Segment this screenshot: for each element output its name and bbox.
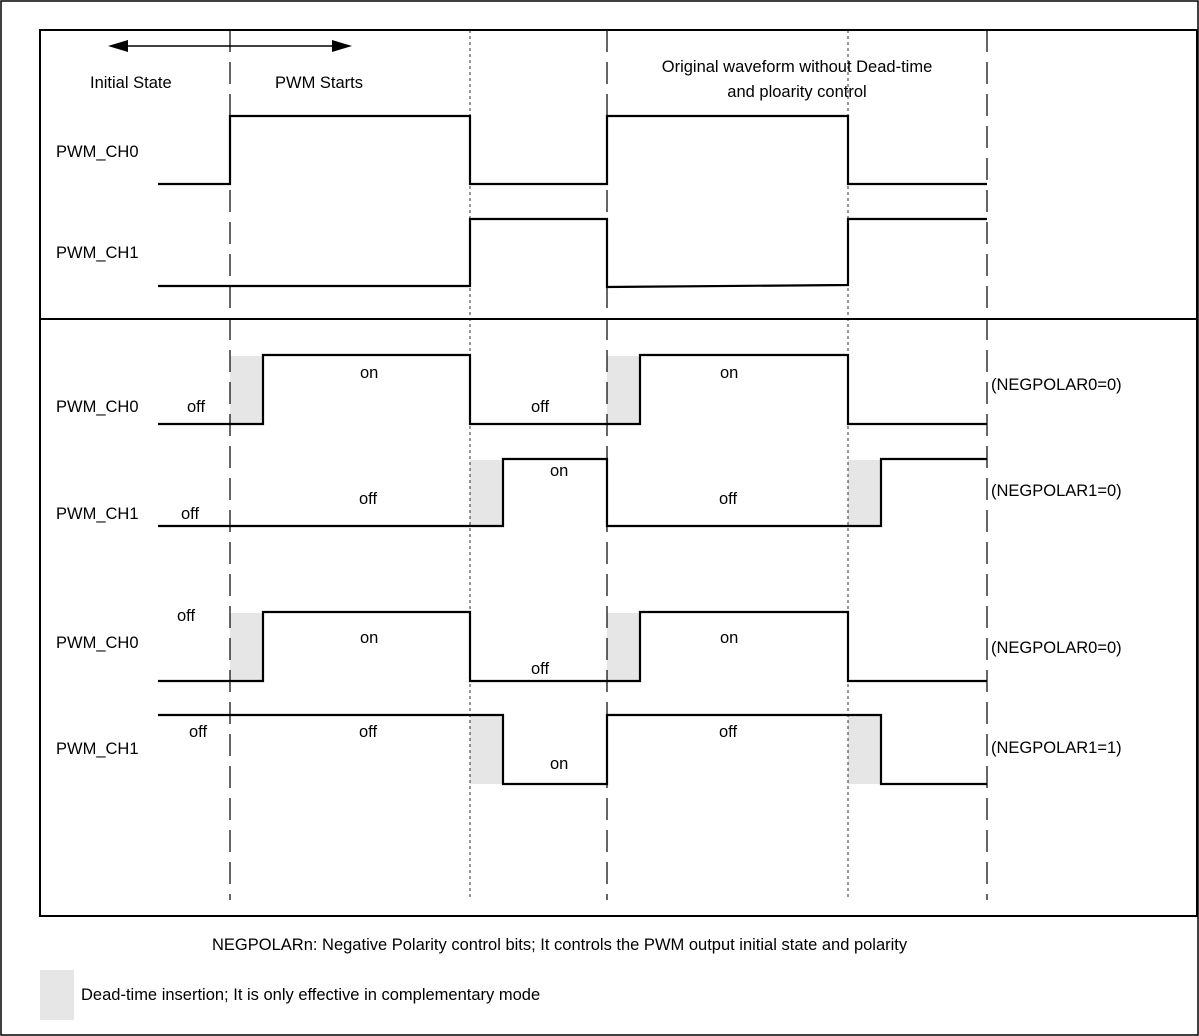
waveform-g1-ch0 xyxy=(158,353,987,426)
g1-ch1-state-off-2: off xyxy=(719,490,737,508)
label-original-waveform-2: and ploarity control xyxy=(727,83,866,101)
arrow-left-head xyxy=(108,40,128,52)
arrow-right-head xyxy=(332,40,352,52)
g1-ch1-polarity: (NEGPOLAR1=0) xyxy=(991,482,1122,500)
deadtime-region xyxy=(607,356,640,424)
g1-ch0-polarity: (NEGPOLAR0=0) xyxy=(991,376,1122,394)
deadtime-region xyxy=(848,715,881,784)
label-top-ch1: PWM_CH1 xyxy=(56,244,139,262)
label-initial-state: Initial State xyxy=(90,74,172,92)
g1-ch1-state-on: on xyxy=(550,462,568,480)
label-g1-ch0: PWM_CH0 xyxy=(56,398,139,416)
g2-ch0-state-on: on xyxy=(360,629,378,647)
label-g2-ch1: PWM_CH1 xyxy=(56,740,139,758)
label-g2-ch0: PWM_CH0 xyxy=(56,634,139,652)
g1-ch1-state-off: off xyxy=(359,490,377,508)
g1-ch0-initial-state: off xyxy=(187,398,205,416)
g2-ch1-state-off: off xyxy=(359,723,377,741)
waveform-g1-ch1 xyxy=(158,457,987,528)
g2-ch1-initial-state: off xyxy=(189,723,207,741)
g2-ch0-polarity: (NEGPOLAR0=0) xyxy=(991,639,1122,657)
label-original-waveform: Original waveform without Dead-time xyxy=(662,58,933,76)
waveform-g2-ch1 xyxy=(158,713,987,786)
g2-ch1-state-on: on xyxy=(550,755,568,773)
deadtime-legend-swatch xyxy=(40,970,74,1020)
waveform-g2-ch0 xyxy=(158,610,987,683)
deadtime-region xyxy=(470,715,503,784)
g2-ch1-polarity: (NEGPOLAR1=1) xyxy=(991,739,1122,757)
negpolar-note: NEGPOLARn: Negative Polarity control bit… xyxy=(212,936,908,954)
g2-ch0-state-off: off xyxy=(531,660,549,678)
g1-ch0-state-on: on xyxy=(360,364,378,382)
deadtime-region xyxy=(607,613,640,681)
waveform-top-ch1 xyxy=(158,217,987,289)
waveform-top-ch0 xyxy=(158,114,987,186)
diagram-box xyxy=(39,29,1198,917)
deadtime-note: Dead-time insertion; It is only effectiv… xyxy=(81,986,540,1004)
deadtime-region xyxy=(470,460,503,526)
g2-ch0-initial-state: off xyxy=(177,607,195,625)
label-top-ch0: PWM_CH0 xyxy=(56,143,139,161)
range-arrow xyxy=(108,40,352,52)
label-g1-ch1: PWM_CH1 xyxy=(56,505,139,523)
g2-ch0-state-on-2: on xyxy=(720,629,738,647)
g1-ch0-state-on-2: on xyxy=(720,364,738,382)
g2-ch1-state-off-2: off xyxy=(719,723,737,741)
g1-ch0-state-off: off xyxy=(531,398,549,416)
deadtime-region xyxy=(848,460,881,526)
deadtime-region xyxy=(230,356,263,424)
deadtime-regions xyxy=(230,356,881,784)
label-pwm-starts: PWM Starts xyxy=(275,74,363,92)
g1-ch1-initial-state: off xyxy=(181,505,199,523)
deadtime-region xyxy=(230,613,263,681)
